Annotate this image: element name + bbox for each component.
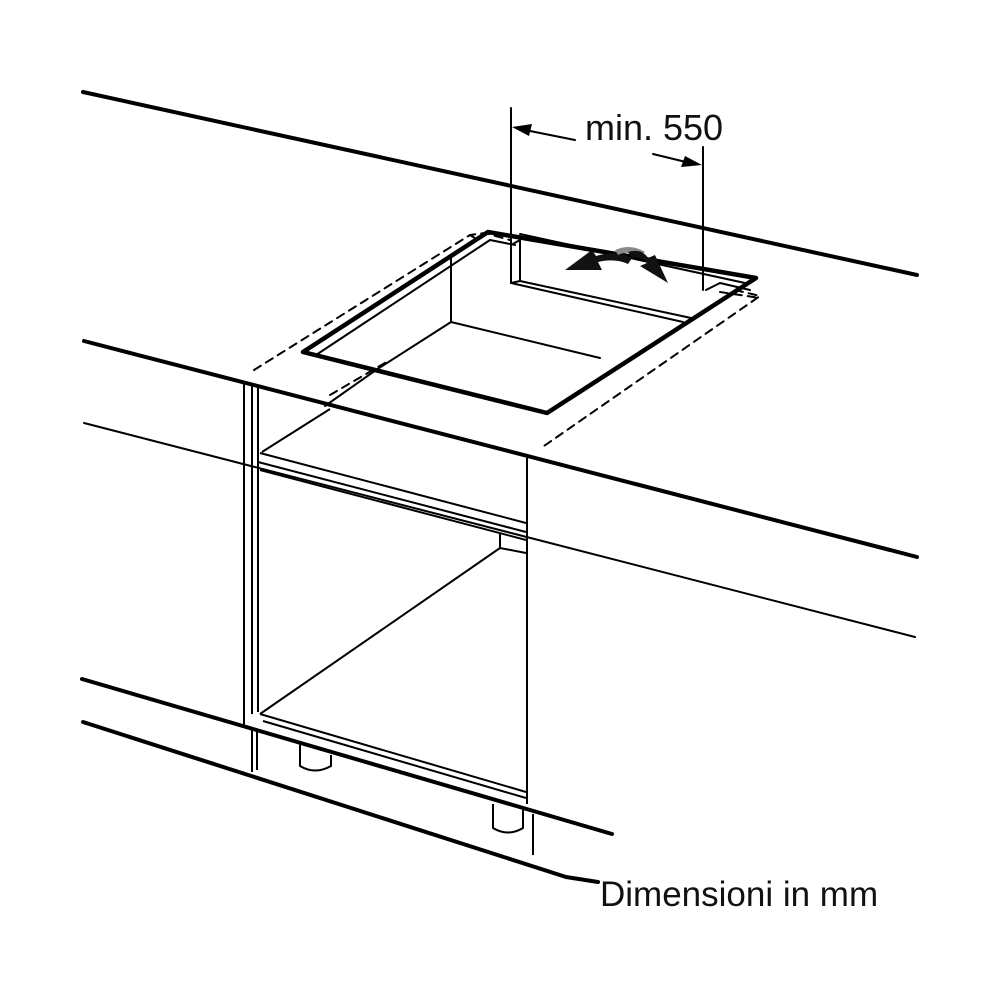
dimension-arrowhead-right (681, 156, 702, 167)
airflow-arrow-icon (565, 246, 668, 283)
dimension-arrow-left-shaft (524, 129, 576, 141)
countertop-underside-edge (83, 422, 916, 638)
right-channel-notch (705, 282, 751, 291)
vent-channel-front (510, 282, 684, 323)
cabinet-foot-right (492, 804, 524, 834)
cabinet-top-rail-inner (259, 469, 527, 541)
cabinet-foot-left (299, 744, 332, 772)
countertop-front-edge (82, 339, 919, 559)
plinth-top-edge (80, 677, 614, 836)
cabinet-top-rail-lower (257, 461, 527, 533)
cutout-floor-left (375, 321, 452, 371)
vent-channel (510, 239, 692, 319)
cutout-floor-back (450, 321, 601, 359)
cabinet-top-diagonal (261, 408, 331, 453)
vent-channel-top (510, 244, 521, 284)
cabinet-floor-diagonal (259, 547, 501, 715)
dimension-label: min. 550 (585, 107, 724, 148)
cabinet-top-rail (259, 452, 527, 524)
cabinet-bottom-rail (259, 713, 527, 793)
cabinet-bottom-rail-inner (262, 720, 527, 799)
plinth-bottom-edge (81, 720, 568, 879)
hob-footprint-dashed (253, 232, 761, 447)
cutout-floor-continuation (324, 369, 377, 407)
hob-cutout-outline (300, 229, 759, 416)
dimension-arrowhead-left (512, 124, 532, 136)
vent-channel-back (519, 233, 746, 284)
plinth-floor-edge (564, 875, 600, 884)
units-caption: Dimensioni in mm (600, 875, 879, 914)
countertop-back-edge (81, 90, 919, 277)
cutout-inner-lip (315, 239, 516, 356)
